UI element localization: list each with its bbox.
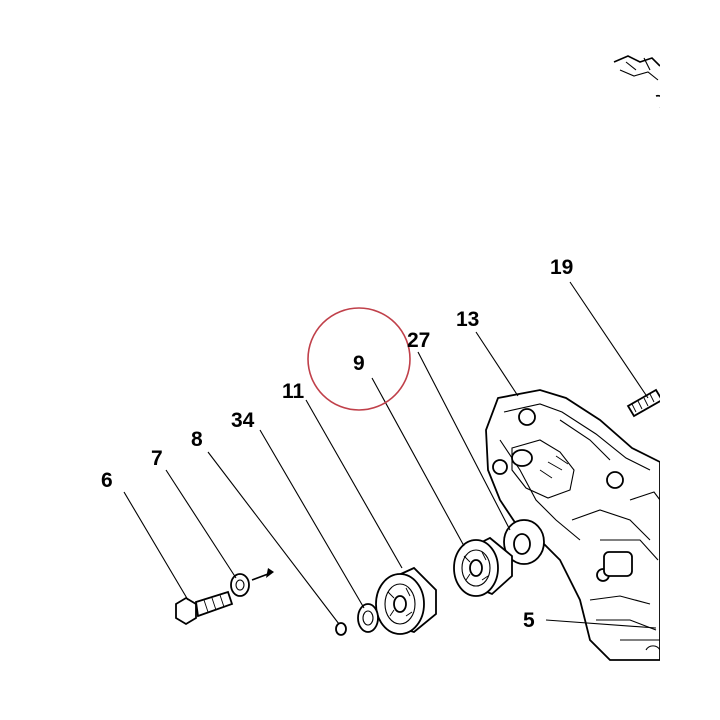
callout-11: 11 [282,380,305,403]
callout-9: 9 [353,352,365,375]
leader-lines [123,281,657,629]
callout-8: 8 [191,428,203,451]
highlight-circle [307,307,411,411]
callout-27: 27 [407,329,430,352]
bearing-9 [453,536,513,597]
clip-8 [335,622,347,636]
housing-13 [485,389,661,661]
callout-19: 19 [550,256,573,279]
callout-5: 5 [523,609,535,632]
bolt-6 [175,590,234,626]
top-right-fragment [613,55,666,109]
washer-34 [357,603,379,633]
washer-27 [503,519,545,565]
callout-13: 13 [456,308,479,331]
callout-34: 34 [231,409,255,432]
washer-7 [230,573,250,597]
callout-7: 7 [151,447,163,470]
bearing-11 [375,566,437,635]
callout-6: 6 [101,469,113,492]
right-margin [660,0,720,720]
assembly-arrow-icon [251,568,274,581]
